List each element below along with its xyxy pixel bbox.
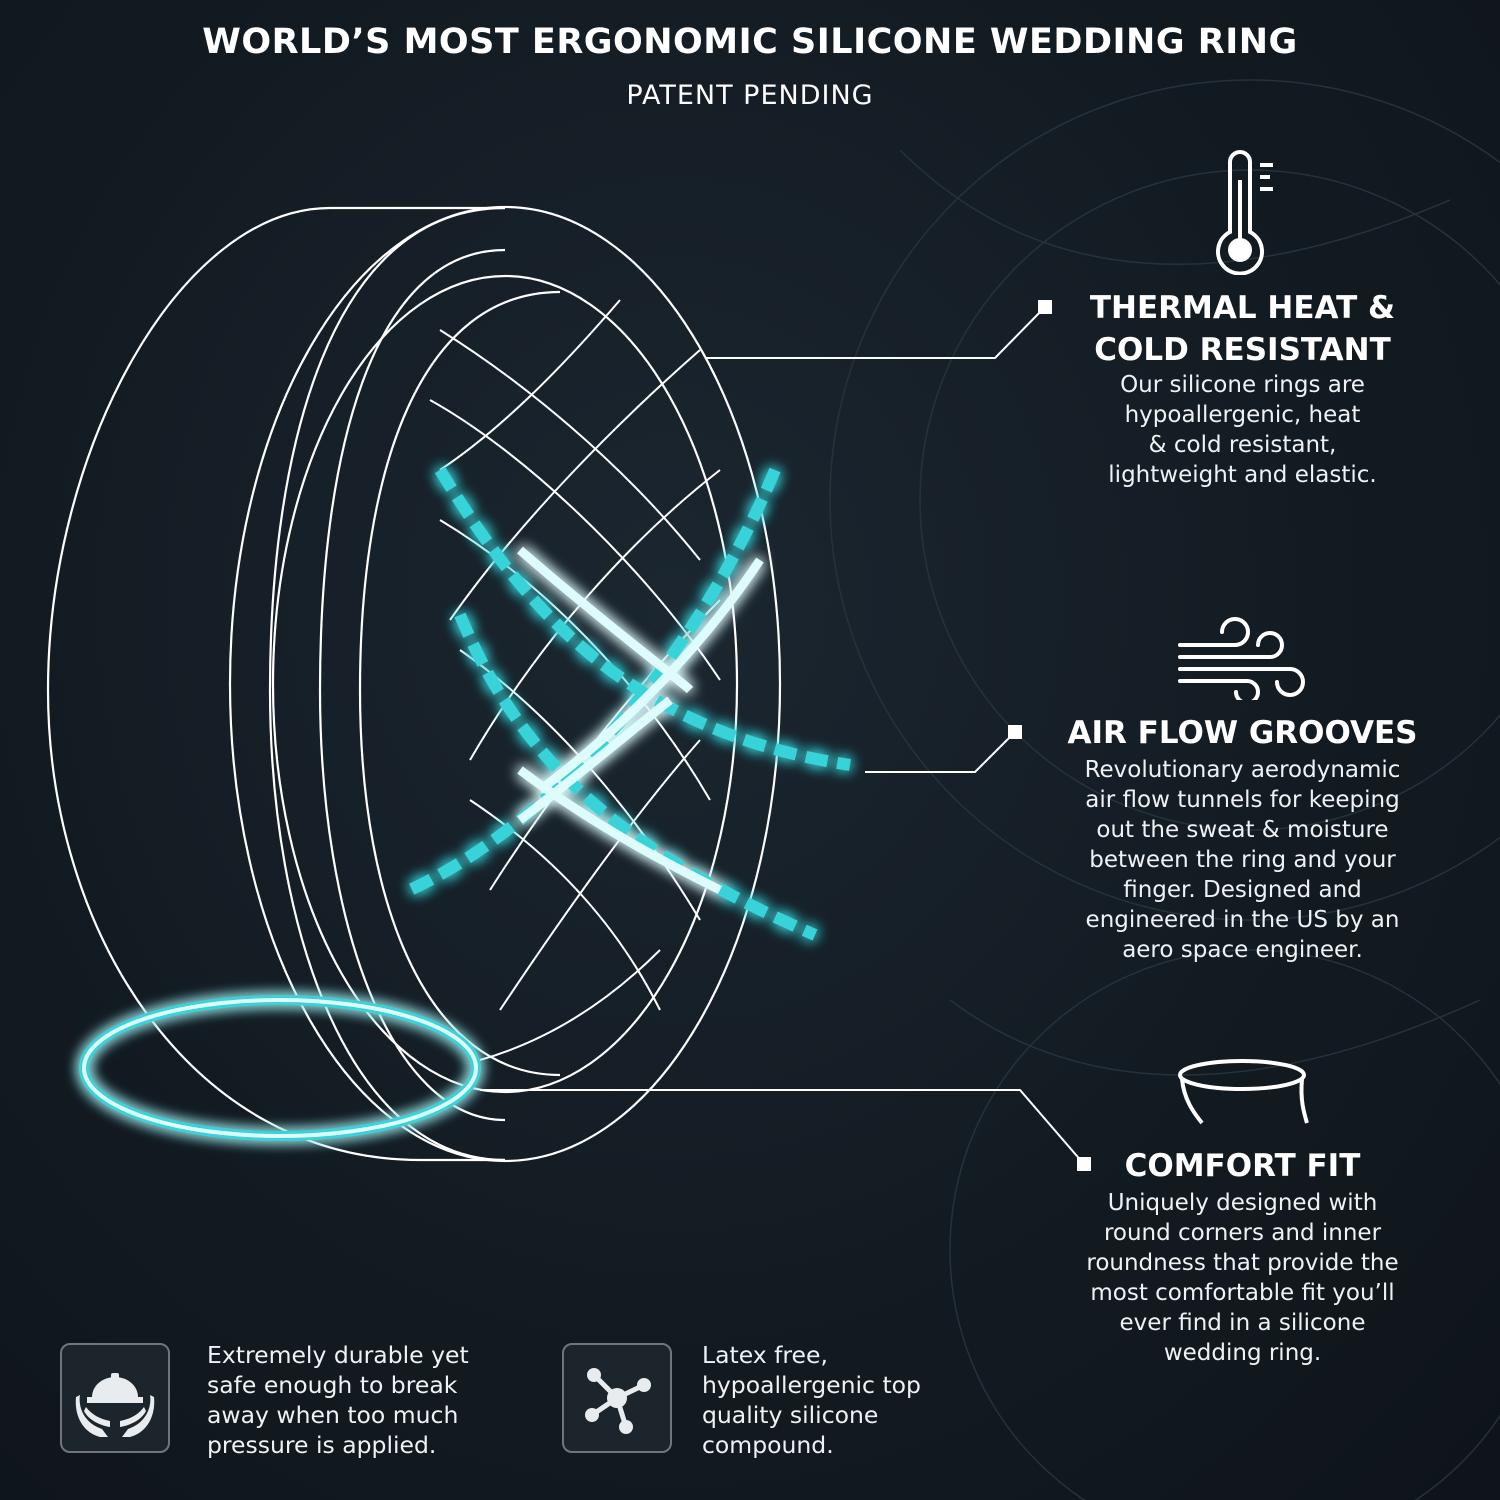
hands-hardhat-icon xyxy=(75,1373,155,1437)
feature-airflow-heading: AIR FLOW GROOVES xyxy=(1067,715,1418,751)
page-subtitle: PATENT PENDING xyxy=(626,80,874,111)
callout-markers xyxy=(1008,300,1091,1171)
silicone-text: Latex free, hypoallergenic top quality s… xyxy=(702,1341,921,1459)
feature-airflow-description: Revolutionary aerodynamic air flow tunne… xyxy=(1084,757,1401,963)
page-title: WORLD’S MOST ERGONOMIC SILICONE WEDDING … xyxy=(202,22,1298,62)
durability-badge xyxy=(60,1343,170,1453)
wind-icon xyxy=(1178,617,1305,700)
feature-thermal-heading: THERMAL HEAT & COLD RESISTANT xyxy=(1089,290,1396,368)
feature-comfort-description: Uniquely designed with round corners and… xyxy=(1086,1190,1399,1366)
background-pattern xyxy=(829,79,1500,1500)
molecule-icon xyxy=(585,1368,651,1434)
feature-thermal-description: Our silicone rings are hypoallergenic, h… xyxy=(1108,372,1377,488)
groove-lattice xyxy=(429,299,721,1061)
ring-outline xyxy=(46,205,782,1163)
callout-lines xyxy=(480,306,1084,1164)
airflow-arrows xyxy=(79,466,851,1141)
comfort-band-icon xyxy=(1178,1059,1309,1125)
durability-text: Extremely durable yet safe enough to bre… xyxy=(207,1341,469,1459)
feature-comfort-heading: COMFORT FIT xyxy=(1124,1148,1361,1184)
silicone-badge xyxy=(562,1343,672,1453)
thermometer-icon xyxy=(1216,150,1273,275)
